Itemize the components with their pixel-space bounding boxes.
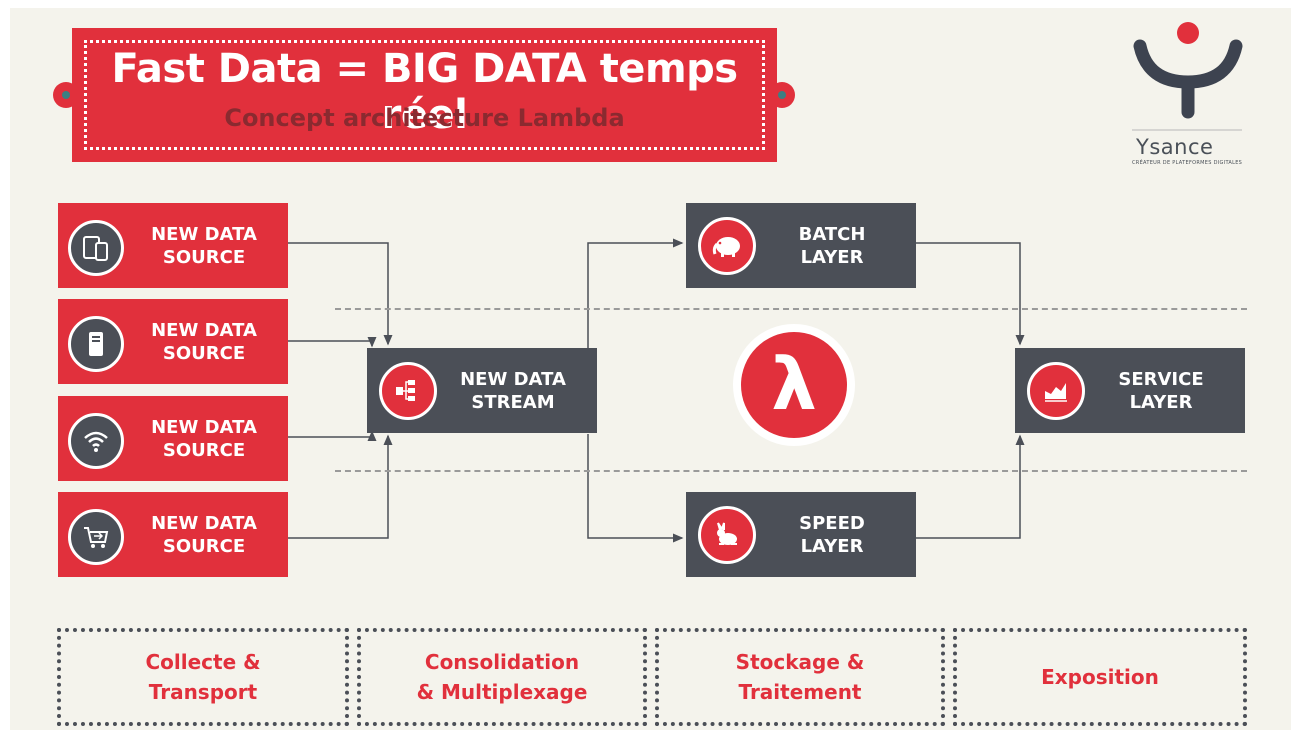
dashed-divider-bottom: [335, 470, 1247, 472]
data-source-4: NEW DATA SOURCE: [58, 492, 288, 577]
source-label: NEW DATA SOURCE: [151, 320, 257, 364]
wifi-icon: [68, 413, 124, 469]
ysance-logo-icon: [1132, 22, 1243, 131]
phase-collecte: Collecte & Transport: [57, 628, 349, 726]
connector-source-3: [288, 430, 377, 441]
service-layer-box: SERVICE LAYER: [1015, 348, 1245, 433]
connector-batch-service: [916, 242, 1025, 346]
elephant-icon: [698, 217, 756, 275]
logo-tagline: CRÉATEUR DE PLATEFORMES DIGITALES: [1132, 160, 1243, 166]
phase-exposition: Exposition: [953, 628, 1247, 726]
shopping-cart-icon: [68, 509, 124, 565]
lambda-badge: λ: [733, 324, 855, 446]
connector-stream-speed: [587, 434, 684, 543]
tablet-phone-icon: [68, 220, 124, 276]
source-label: NEW DATA SOURCE: [151, 513, 257, 557]
phase-consolidation: Consolidation & Multiplexage: [357, 628, 647, 726]
connector-source-1: [288, 242, 393, 346]
banner-pin-left: [53, 82, 79, 108]
rabbit-icon: [698, 506, 756, 564]
banner-border: [84, 40, 765, 150]
flow-diagram-icon: [379, 362, 437, 420]
data-stream-box: NEW DATA STREAM: [367, 348, 597, 433]
logo-wordmark: Ysance: [1136, 135, 1214, 159]
lambda-symbol: λ: [741, 332, 847, 438]
area-chart-icon: [1027, 362, 1085, 420]
connector-stream-batch: [587, 238, 684, 348]
data-source-2: NEW DATA SOURCE: [58, 299, 288, 384]
data-source-3: NEW DATA SOURCE: [58, 396, 288, 481]
data-source-1: NEW DATA SOURCE: [58, 203, 288, 288]
title-banner: Fast Data = BIG DATA temps réel Concept …: [72, 28, 777, 162]
server-icon: [68, 316, 124, 372]
speed-layer-box: SPEED LAYER: [686, 492, 916, 577]
batch-label: BATCH LAYER: [798, 224, 866, 268]
connector-speed-service: [916, 434, 1025, 539]
page-subtitle: Concept architecture Lambda: [224, 104, 625, 132]
batch-layer-box: BATCH LAYER: [686, 203, 916, 288]
stream-label: NEW DATA STREAM: [460, 369, 566, 413]
phase-stockage: Stockage & Traitement: [655, 628, 945, 726]
banner-pin-right: [769, 82, 795, 108]
service-label: SERVICE LAYER: [1118, 369, 1204, 413]
page-title: Fast Data = BIG DATA temps réel: [111, 46, 738, 138]
dashed-divider-top: [335, 308, 1247, 310]
connector-source-4: [288, 434, 393, 539]
speed-label: SPEED LAYER: [799, 513, 865, 557]
source-label: NEW DATA SOURCE: [151, 224, 257, 268]
source-label: NEW DATA SOURCE: [151, 417, 257, 461]
connector-source-2: [288, 337, 377, 348]
